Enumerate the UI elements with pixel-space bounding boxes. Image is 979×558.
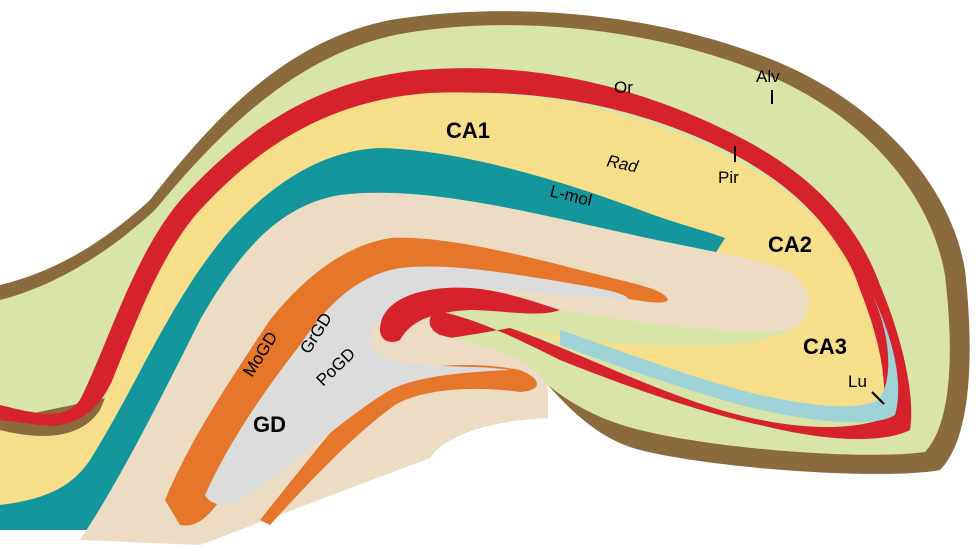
label-ca2: CA2 [768, 232, 812, 257]
label-ca3: CA3 [803, 334, 847, 359]
label-gd: GD [253, 412, 286, 437]
label-alv: Alv [756, 67, 780, 86]
label-pir: Pir [718, 168, 739, 187]
label-lu: Lu [848, 372, 867, 391]
label-or: Or [614, 78, 633, 97]
label-ca1: CA1 [446, 118, 490, 143]
